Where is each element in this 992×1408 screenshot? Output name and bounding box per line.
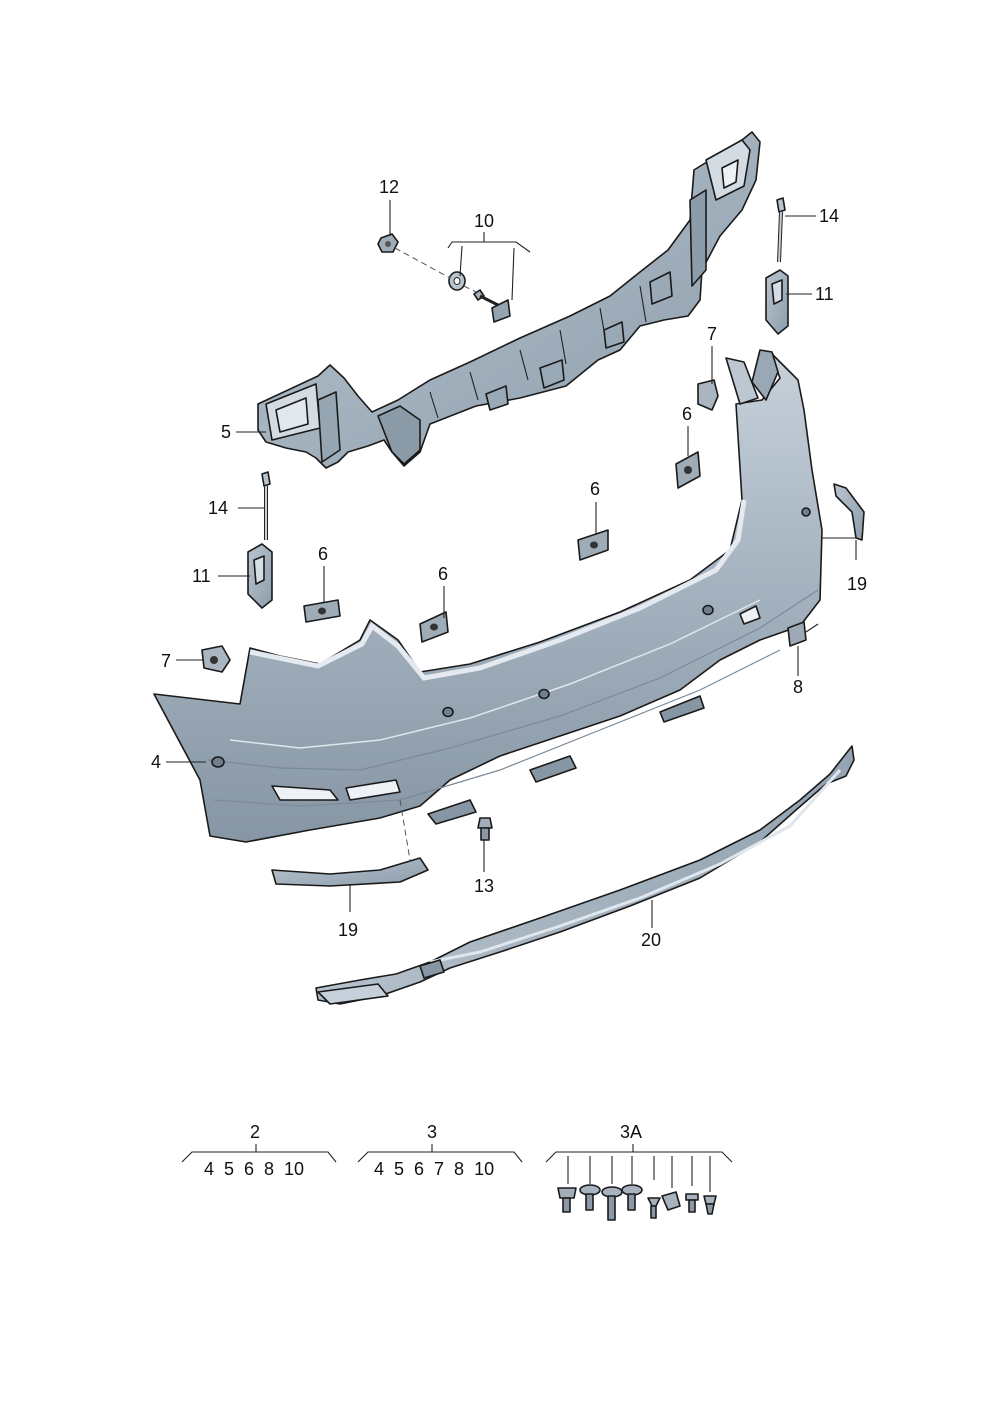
retainer-7-left xyxy=(201,645,231,673)
retainer-7-right xyxy=(697,379,719,411)
fastener-nut-6-d xyxy=(419,611,449,643)
fastener-nut-6-a xyxy=(675,451,701,489)
carrier-fasteners xyxy=(377,233,511,323)
screw-13 xyxy=(477,817,493,841)
callout-8[interactable]: 8 xyxy=(793,677,803,697)
trim-strip-19-left xyxy=(271,857,429,887)
trim-strip-19-right xyxy=(833,483,865,541)
callout-14-right[interactable]: 14 xyxy=(819,206,839,226)
kit-3a-group: 3A xyxy=(545,1122,733,1221)
bumper-cover-part xyxy=(153,349,823,843)
kit-3-label[interactable]: 3 xyxy=(427,1122,437,1142)
callout-14-left[interactable]: 14 xyxy=(208,498,228,518)
callout-6-a[interactable]: 6 xyxy=(682,404,692,424)
fastener-nut-6-c xyxy=(303,599,341,623)
callout-10[interactable]: 10 xyxy=(474,211,494,231)
callout-labels: 12 10 14 11 5 7 6 6 14 11 6 6 19 7 8 4 1… xyxy=(151,177,867,950)
leader-lines xyxy=(166,200,857,928)
kit-2-group: 2 4 5 6 8 10 xyxy=(181,1122,337,1179)
diffuser-part xyxy=(315,745,855,1005)
kit-3-group: 3 4 5 6 7 8 10 xyxy=(357,1122,523,1179)
bumper-carrier-part xyxy=(257,131,761,469)
callout-19-right[interactable]: 19 xyxy=(847,574,867,594)
callout-19-left[interactable]: 19 xyxy=(338,920,358,940)
callout-7-left[interactable]: 7 xyxy=(161,651,171,671)
fastener-nut-6-b xyxy=(577,529,609,561)
callout-11-left[interactable]: 11 xyxy=(192,566,211,586)
right-guide-rod xyxy=(776,197,786,263)
kit-3a-fasteners xyxy=(557,1184,717,1221)
kit-2-items: 4 5 6 8 10 xyxy=(204,1159,304,1179)
left-guide-rod xyxy=(261,471,271,540)
kit-3-items: 4 5 6 7 8 10 xyxy=(374,1159,494,1179)
callout-5[interactable]: 5 xyxy=(221,422,231,442)
cover-cap-8 xyxy=(787,621,819,647)
callout-6-b[interactable]: 6 xyxy=(590,479,600,499)
callout-20[interactable]: 20 xyxy=(641,930,661,950)
callout-7-right[interactable]: 7 xyxy=(707,324,717,344)
callout-6-c[interactable]: 6 xyxy=(318,544,328,564)
kit-3a-label[interactable]: 3A xyxy=(620,1122,642,1142)
callout-6-d[interactable]: 6 xyxy=(438,564,448,584)
callout-11-right[interactable]: 11 xyxy=(815,284,834,304)
right-guide-bracket xyxy=(765,269,789,335)
callout-13[interactable]: 13 xyxy=(474,876,494,896)
callout-4[interactable]: 4 xyxy=(151,752,161,772)
callout-12[interactable]: 12 xyxy=(379,177,399,197)
kit-2-label[interactable]: 2 xyxy=(250,1122,260,1142)
left-guide-bracket xyxy=(247,543,273,609)
